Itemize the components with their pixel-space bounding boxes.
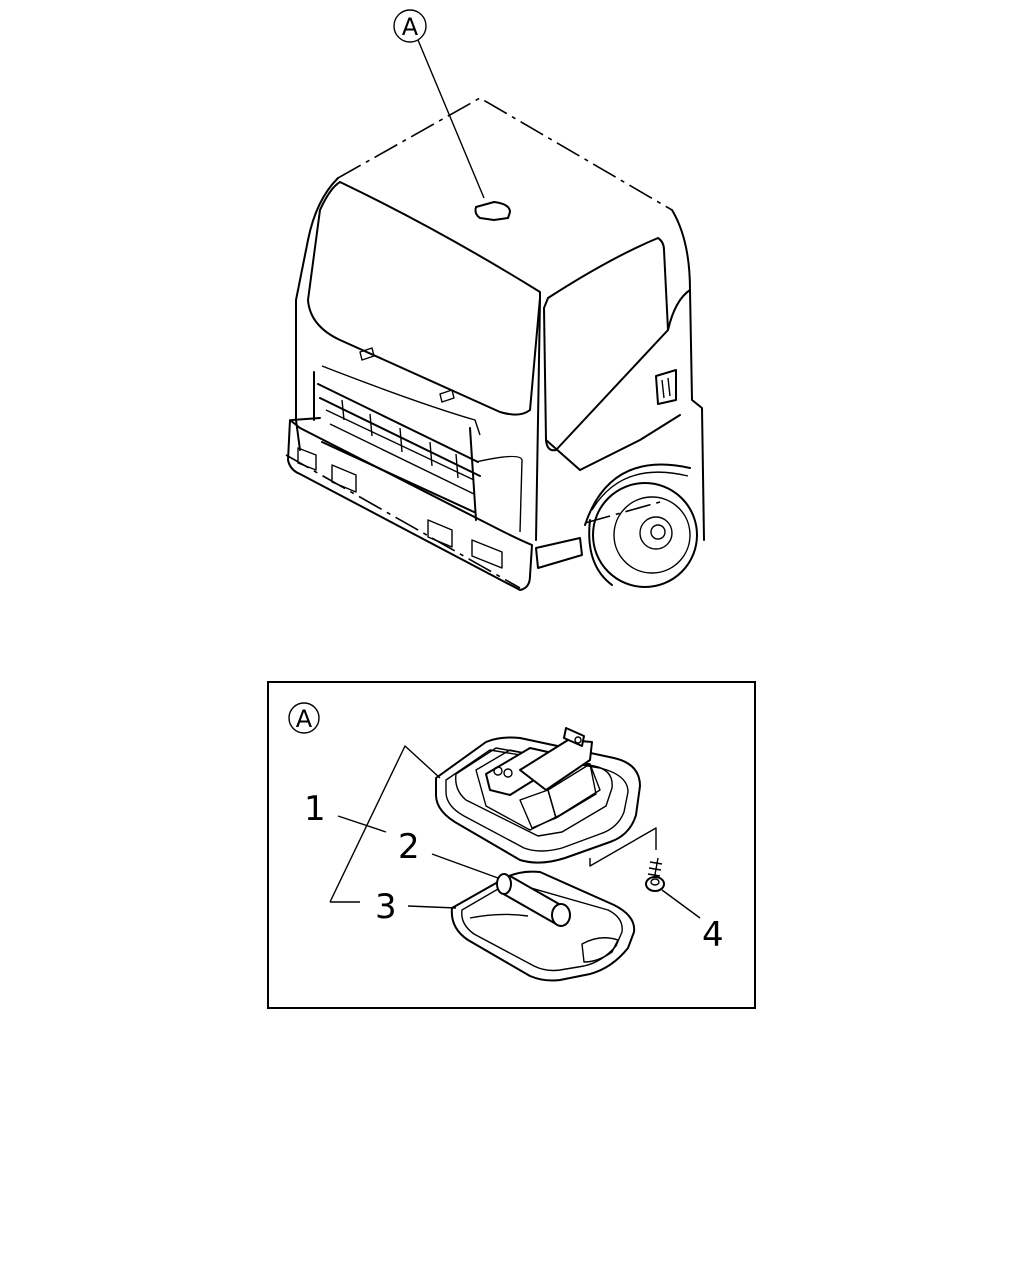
bulb-part: [496, 873, 571, 927]
lamp-lens-part: [450, 870, 636, 982]
truck-cab-illustration: [285, 97, 705, 591]
detail-box: [267, 681, 756, 1009]
detail-callout-a: A: [393, 9, 485, 199]
part-label-4: 4: [702, 915, 724, 955]
callout-letter: A: [402, 13, 419, 41]
callout-leader-line: [417, 39, 485, 199]
part-label-2: 2: [398, 827, 420, 867]
bracket-line: [589, 827, 657, 867]
part-label-3: 3: [375, 887, 397, 927]
screw-part: [645, 857, 665, 892]
leader-lines: [329, 745, 701, 919]
part-label-1: 1: [304, 789, 326, 829]
callout-circle: [393, 9, 427, 43]
detail-box-letter: A: [296, 705, 313, 733]
lamp-base-part: [435, 727, 641, 864]
detail-box-marker: A: [288, 702, 320, 734]
